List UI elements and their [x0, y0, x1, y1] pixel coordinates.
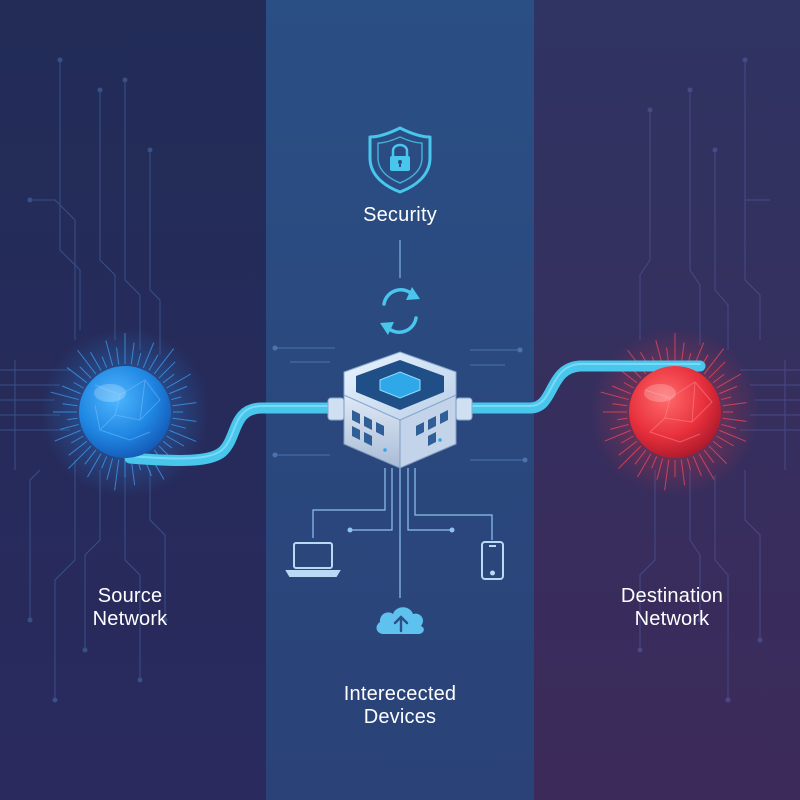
glow-ray	[712, 440, 723, 449]
glow-ray	[708, 445, 727, 464]
glow-ray	[73, 382, 84, 389]
glow-ray	[62, 403, 78, 407]
glow-ray	[101, 356, 108, 368]
security-label-text: Security	[363, 204, 437, 226]
glow-ray	[136, 352, 142, 366]
circuit-traces-right	[637, 57, 800, 703]
glow-ray	[61, 385, 81, 395]
glow-ray	[166, 435, 185, 447]
glow-ray	[600, 391, 629, 401]
glow-ray	[610, 423, 629, 430]
glow-ray	[722, 417, 747, 422]
destination-globe-node-icon	[629, 366, 721, 458]
device-connector-lines	[312, 468, 493, 598]
glow-ray	[621, 435, 634, 444]
glow-ray	[604, 429, 631, 442]
glow-ray	[114, 459, 120, 491]
glow-ray	[634, 449, 647, 465]
glow-ray	[721, 423, 736, 429]
glow-ray	[617, 417, 628, 421]
source-globe-node-icon	[79, 366, 171, 458]
circuit-traces-center	[272, 345, 528, 463]
glow-ray	[158, 361, 176, 379]
glow-ray	[172, 417, 197, 422]
source-network-label: Source Network	[50, 585, 210, 631]
glow-ray	[71, 435, 84, 444]
glow-ray	[698, 453, 715, 480]
glow-ray	[719, 429, 747, 442]
source-label-line2: Network	[92, 608, 168, 630]
glow-ray	[68, 440, 88, 456]
glow-ray	[656, 458, 664, 480]
glow-ray	[54, 429, 81, 442]
glow-ray	[87, 453, 102, 478]
sync-arrows-icon	[380, 287, 420, 335]
glow-ray	[703, 449, 715, 464]
glow-ray	[169, 429, 197, 442]
glow-ray	[692, 456, 702, 476]
glow-ray	[722, 402, 747, 407]
network-cable-highlight	[129, 363, 701, 460]
glow-ray	[67, 417, 78, 421]
glow-ray	[618, 440, 638, 456]
glow-ray	[68, 445, 92, 469]
glow-ray	[623, 382, 634, 389]
glow-ray	[162, 440, 173, 449]
glow-ray	[171, 396, 182, 401]
glow-ray	[712, 373, 725, 384]
glow-ray	[77, 349, 97, 375]
glow-ray	[680, 459, 686, 486]
laptop-icon	[285, 542, 341, 577]
glow-ray	[79, 366, 92, 379]
glow-ray	[719, 385, 738, 395]
glow-ray	[153, 348, 175, 375]
destination-label-line1: Destination	[620, 585, 724, 607]
glow-ray	[637, 453, 652, 478]
devices-label-line2: Devices	[363, 706, 437, 728]
glow-ray	[148, 354, 159, 371]
glow-ray	[116, 347, 120, 365]
cloud-upload-icon	[376, 607, 424, 634]
glow-ray	[172, 402, 197, 407]
glow-ray	[105, 340, 114, 366]
glow-ray	[716, 435, 735, 447]
glow-ray	[60, 423, 79, 430]
glow-ray	[708, 361, 726, 379]
glow-ray	[171, 423, 186, 429]
glow-ray	[686, 458, 692, 471]
glow-ray	[612, 403, 628, 407]
network-hub-device-icon	[327, 351, 473, 469]
glow-ray	[50, 391, 79, 401]
source-label-line1: Source	[97, 585, 163, 607]
destination-label-line2: Network	[634, 608, 710, 630]
glow-ray	[130, 459, 136, 486]
glow-ray	[142, 342, 155, 368]
glow-ray	[162, 373, 175, 384]
smartphone-icon	[481, 541, 504, 580]
glow-ray	[130, 342, 135, 365]
devices-label-line1: Interecected	[343, 683, 457, 705]
shield-lock-icon	[368, 126, 432, 194]
glow-ray	[721, 396, 732, 401]
glow-ray	[66, 367, 88, 384]
glow-ray	[618, 445, 642, 469]
glow-ray	[106, 458, 114, 480]
glow-ray	[84, 449, 97, 465]
glow-ray	[169, 385, 188, 395]
glow-ray	[716, 373, 742, 389]
glow-ray	[611, 385, 631, 395]
circuit-traces-left	[0, 57, 168, 703]
glow-ray	[166, 373, 192, 389]
glow-ray	[101, 456, 108, 469]
security-label: Security	[330, 204, 470, 227]
glow-ray	[651, 456, 658, 469]
glow-ray	[90, 351, 102, 371]
destination-network-label: Destination Network	[592, 585, 752, 631]
glow-ray	[703, 348, 725, 375]
interconnected-devices-label: Interecected Devices	[310, 683, 490, 729]
glow-ray	[664, 459, 670, 491]
